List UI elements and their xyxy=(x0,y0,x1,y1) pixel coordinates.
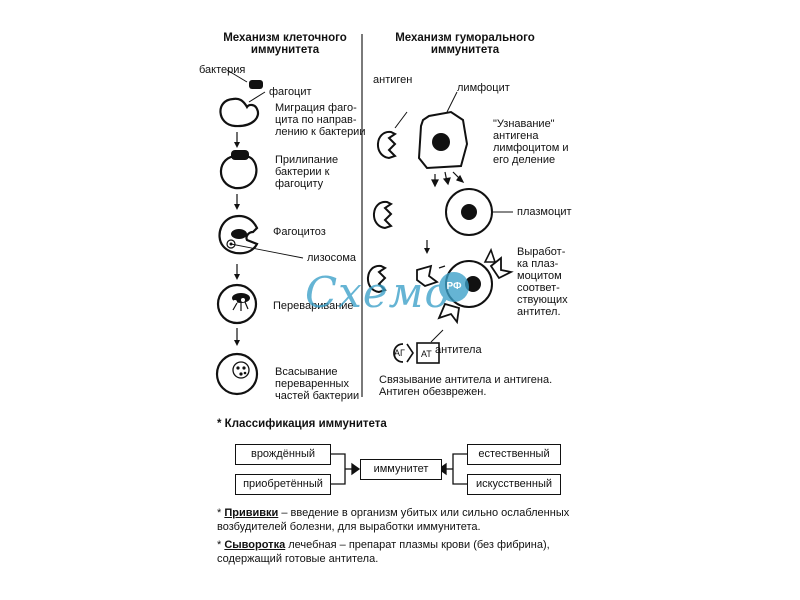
serum-term: Сыворотка xyxy=(224,539,286,551)
box-acquired: приобретённый xyxy=(235,474,331,495)
cellular-title: Механизм клеточного иммунитета xyxy=(223,32,347,56)
label-bacterium: бактерия xyxy=(199,64,246,76)
antibody-pointer xyxy=(430,329,444,343)
ag-label: АГ xyxy=(394,348,405,358)
bacterium-icon xyxy=(249,80,263,89)
antigen-shape-3 xyxy=(367,264,387,294)
diagram-sheet: Механизм клеточного иммунитета бактерия … xyxy=(195,22,605,582)
step-phagocytosis: Фагоцитоз xyxy=(273,226,326,238)
serum-star: * xyxy=(217,539,225,551)
note-vaccination: * Прививки – введение в организм убитых … xyxy=(217,506,587,534)
classification-title: * Классификация иммунитета xyxy=(217,418,387,430)
binding-text: Связывание антитела и антигена. Антиген … xyxy=(379,374,553,398)
watermark-badge: РФ xyxy=(439,272,469,302)
phagocytosis-cell xyxy=(218,214,259,255)
lysosome-pointer xyxy=(230,243,304,259)
bacterium-pointer xyxy=(226,69,248,83)
digestion-cell xyxy=(216,283,258,325)
antigen-pointer xyxy=(394,111,408,129)
phagocyte-adhesion xyxy=(219,150,258,190)
humoral-title: Механизм гуморального иммунитета xyxy=(395,32,535,56)
label-lymphocyte: лимфоцит xyxy=(457,82,510,94)
classification-connectors xyxy=(330,453,467,485)
lymphocyte-pointer xyxy=(446,91,458,113)
recognition-text: "Узнавание" антигена лимфоцитом и его де… xyxy=(493,118,569,166)
step-digestion: Переваривание xyxy=(273,300,354,312)
lymphocyte-cell xyxy=(417,110,469,170)
label-antibodies: антитела xyxy=(435,344,482,356)
diagram-drawings xyxy=(215,34,514,485)
plasmocyte-cell xyxy=(445,188,493,236)
absorption-cell xyxy=(215,352,259,396)
antigen-shape-1 xyxy=(377,130,397,160)
label-lysosome: лизосома xyxy=(307,252,357,264)
antigen-shape-2 xyxy=(373,200,393,230)
watermark-text: Схемо xyxy=(305,268,451,317)
production-text: Выработ- ка плаз- моцитом соответ- ствую… xyxy=(517,246,568,318)
vacc-term: Прививки xyxy=(224,507,279,519)
ag-at-complex xyxy=(393,342,440,364)
serum-text: лечебная – препарат плазмы крови (без фи… xyxy=(217,539,550,565)
note-serum: * Сыворотка лечебная – препарат плазмы к… xyxy=(217,538,587,566)
phagocyte-pointer xyxy=(248,91,266,103)
step-adhesion: Прилипание бактерии к фагоциту xyxy=(275,154,339,190)
vacc-star: * xyxy=(217,507,225,519)
step-absorption: Всасывание переваренных частей бактерии xyxy=(275,366,360,402)
label-plasmocyte: плазмоцит xyxy=(517,206,572,218)
watermark-logo: Схемо РФ xyxy=(305,258,485,328)
box-innate: врождённый xyxy=(235,444,331,465)
step-migration: Миграция фаго- цита по направ- лению к б… xyxy=(275,102,366,138)
at-label: АТ xyxy=(421,349,432,359)
box-artificial: искусственный xyxy=(467,474,561,495)
label-phagocyte: фагоцит xyxy=(269,86,312,98)
box-immunity: иммунитет xyxy=(360,459,442,480)
box-natural: естественный xyxy=(467,444,561,465)
label-antigen: антиген xyxy=(373,74,413,86)
vacc-text: – введение в организм убитых или сильно … xyxy=(217,507,570,533)
division-arrows xyxy=(431,171,465,188)
phagocyte-approach xyxy=(219,97,260,128)
watermark-badge-text: РФ xyxy=(446,281,462,292)
